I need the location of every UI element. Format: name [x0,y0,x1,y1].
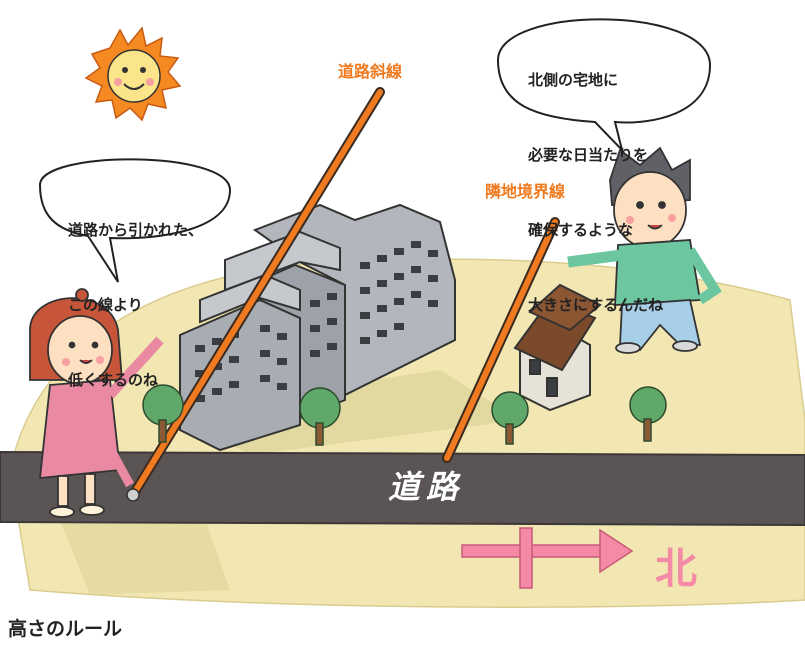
sun-character [84,26,182,122]
speech-line: 低くするのね [68,371,159,389]
road [0,450,805,527]
speech-bubble-girl [38,158,232,283]
girl-shadow [60,505,230,595]
house [513,283,602,412]
north-label: 北 [655,544,698,593]
speech-text-girl: 道路から引かれた、 この線より 低くするのね [68,168,203,418]
boundary-line-label: 隣地境界線 [485,182,566,201]
road-label: 道路 [388,468,465,506]
speech-text-boy: 北側の宅地に 必要な日当たりを 確保するような 大きさにするんだね [528,18,663,343]
speech-line: 大きさにするんだね [528,296,664,314]
caption: 高さのルール [8,618,123,640]
road-slope-label: 道路斜線 [338,62,403,81]
boy-character [567,146,722,354]
apartment-building [179,203,456,452]
trees [142,384,667,446]
north-arrow [461,527,634,589]
speech-line: 必要な日当たりを [528,146,649,164]
speech-line: この線より [68,296,143,314]
speech-line: 道路から引かれた、 [68,221,204,239]
girl-character [29,288,164,518]
speech-line: 確保するような [528,221,634,239]
speech-line: 北側の宅地に [528,71,619,89]
speech-bubble-boy [496,18,712,154]
